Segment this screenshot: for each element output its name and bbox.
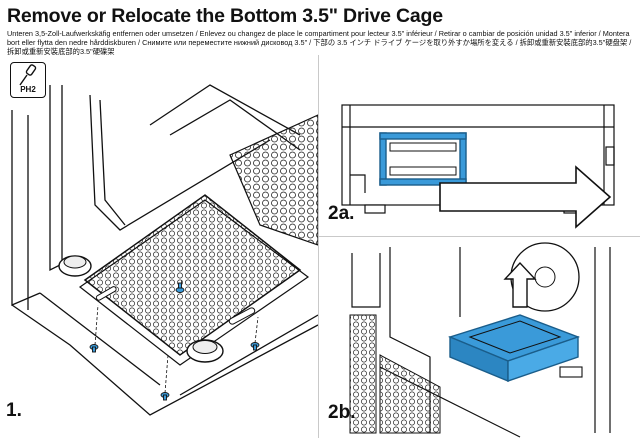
arrow-right-icon <box>439 165 612 229</box>
case-bottom-illustration <box>11 84 318 416</box>
step-label-2a: 2a. <box>328 203 355 224</box>
step-label-1: 1. <box>6 400 22 421</box>
screwdriver-icon <box>19 64 37 86</box>
step-label-2b: 2b. <box>328 402 356 423</box>
cage-slide-illustration <box>341 104 615 229</box>
step-2b-panel: 2b. <box>320 237 640 438</box>
page-title: Remove or Relocate the Bottom 3.5" Drive… <box>7 5 443 27</box>
cage-lift-illustration <box>349 242 611 438</box>
arrow-up-icon <box>503 261 537 308</box>
page-subtitle: Unteren 3,5-Zoll-Laufwerkskäfig entferne… <box>7 29 632 57</box>
step-2a-panel: 2a. <box>320 55 640 235</box>
divider-horizontal <box>319 236 640 237</box>
tool-badge: PH2 <box>10 62 46 98</box>
step-1-panel: 1. <box>0 55 318 438</box>
divider-vertical <box>318 55 319 438</box>
screw-icon <box>89 282 260 401</box>
tool-label: PH2 <box>20 85 36 94</box>
